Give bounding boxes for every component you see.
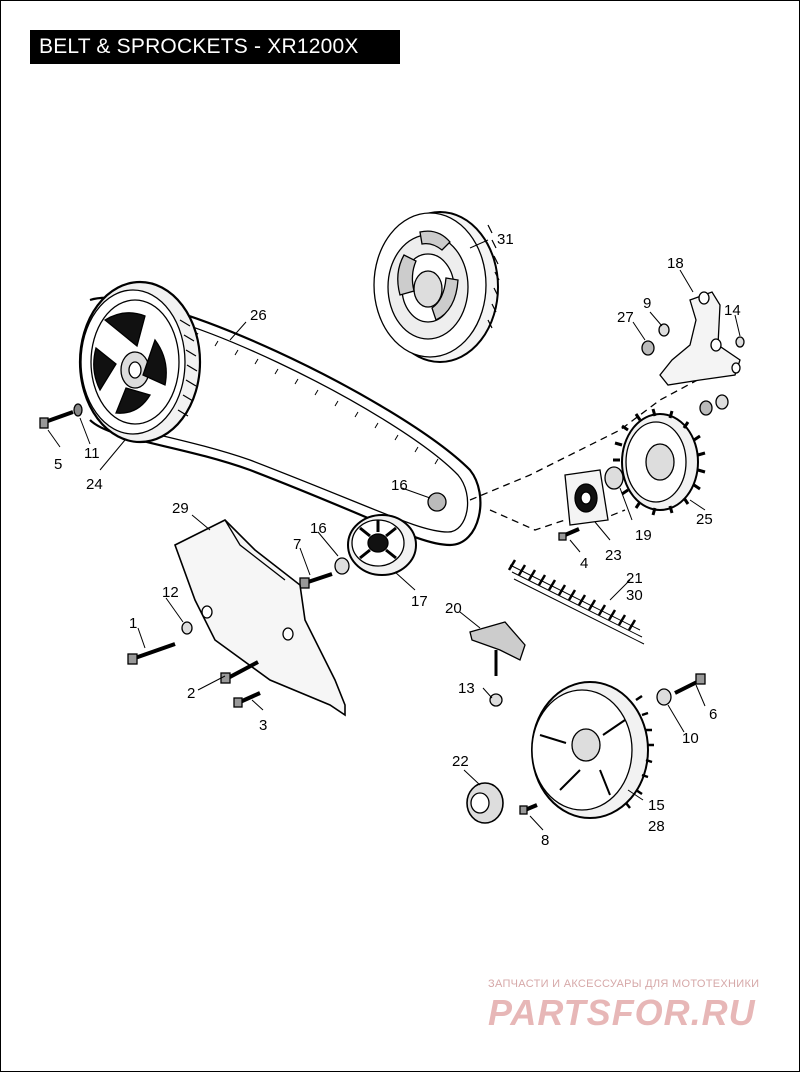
callout-8: 8 [541,832,549,849]
callout-13: 13 [458,680,475,697]
callout-2: 2 [187,685,195,702]
watermark-logo: PARTSFOR.RU [488,992,756,1033]
part-3-bolt [233,691,261,708]
part-11-washer [73,403,83,417]
part-18-nut [715,394,729,410]
leader-lines [47,239,741,831]
callout-9: 9 [643,295,651,312]
assembly-line [469,359,736,501]
part-5-bolt [39,410,74,429]
part-6-bolt [674,673,706,695]
callout-16b: 16 [310,520,327,537]
callout-21: 21 [626,570,643,587]
callout-12: 12 [162,584,179,601]
callout-14: 14 [724,302,741,319]
callout-30: 30 [626,587,643,604]
callout-22: 22 [452,753,469,770]
callout-27: 27 [617,309,634,326]
part-7-bolt [299,572,333,589]
callout-3: 3 [259,717,267,734]
part-13-nut [489,693,503,707]
part-18-bracket [659,291,741,386]
part-22-spacer [466,782,504,824]
part-8-screw [519,803,538,815]
part-15-28-drum [531,681,654,819]
callout-29: 29 [172,500,189,517]
part-27-nut [641,340,655,356]
callout-26: 26 [250,307,267,324]
callout-1: 1 [129,615,137,632]
part-4-screw [558,527,580,541]
callout-23: 23 [605,547,622,564]
callout-24: 24 [86,476,103,493]
part-24-rear-pulley [78,280,202,444]
callout-11: 11 [84,445,100,462]
callout-28: 28 [648,818,665,835]
callout-6: 6 [709,706,717,723]
callout-20: 20 [445,600,462,617]
part-9-washer [658,323,670,337]
part-17-idler [347,514,417,576]
part-12-washer [181,621,193,635]
part-2-bolt [220,660,259,684]
callout-17: 17 [411,593,428,610]
callout-7: 7 [293,536,301,553]
part-1-bolt [127,642,176,665]
part-19-nut [604,466,624,490]
part-31-pulley [373,211,500,363]
callout-5: 5 [54,456,62,473]
part-16-nut [427,492,447,512]
callout-16a: 16 [391,477,408,494]
part-14-spacer [735,336,745,348]
part-16-washer [334,557,350,575]
part-29-guard [174,519,346,717]
page-title: BELT & SPROCKETS - XR1200X [30,30,400,64]
watermark-caption: ЗАПЧАСТИ И АКСЕССУАРЫ ДЛЯ МОТОТЕХНИКИ [488,978,760,990]
callout-31: 31 [497,231,514,248]
part-21-30-kit [507,559,645,645]
callout-19: 19 [635,527,652,544]
callout-25: 25 [696,511,713,528]
callout-15: 15 [648,797,665,814]
callout-4: 4 [580,555,588,572]
part-23-lock-plate [564,469,609,526]
part-25-sprocket [613,408,706,516]
callout-10: 10 [682,730,699,747]
callout-18: 18 [667,255,684,272]
part-20-slider [469,621,526,676]
part-10-washer [656,688,672,706]
